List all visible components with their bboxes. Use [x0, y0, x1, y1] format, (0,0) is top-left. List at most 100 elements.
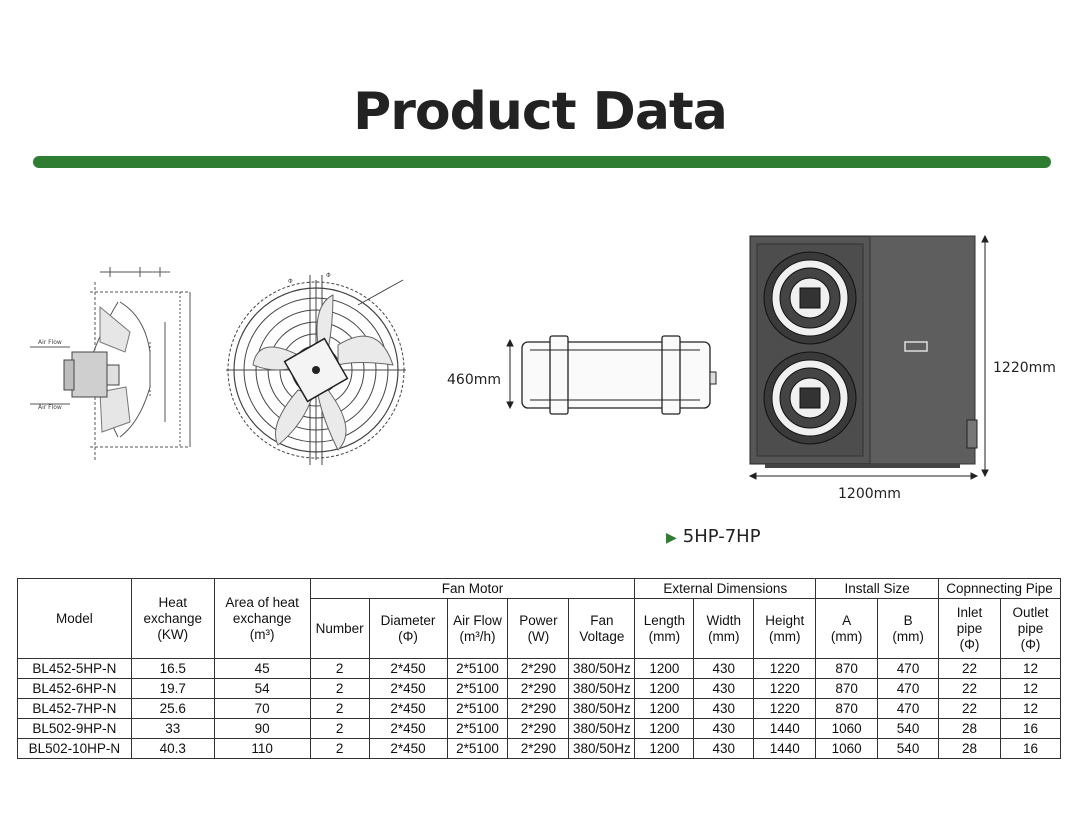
- table-cell: 1200: [634, 698, 695, 719]
- table-cell: 1220: [753, 698, 817, 719]
- subheader-diameter: Diameter(Φ): [368, 598, 448, 659]
- subheader-install-b: B(mm): [877, 598, 940, 659]
- subheader-length: Length(mm): [634, 598, 695, 659]
- table-cell: 380/50Hz: [568, 718, 636, 739]
- table-cell: 2: [309, 738, 370, 759]
- table-cell: 2*5100: [446, 718, 509, 739]
- table-cell: 2*5100: [446, 698, 509, 719]
- unit-height-label: 1220mm: [993, 360, 1056, 376]
- table-cell: 25.6: [130, 698, 215, 719]
- table-cell: 2*5100: [446, 738, 509, 759]
- header-connecting-pipe: Copnnecting Pipe: [938, 578, 1061, 599]
- outdoor-unit-drawing: [748, 234, 989, 480]
- table-cell: 2*450: [368, 678, 448, 699]
- table-cell: 380/50Hz: [568, 738, 636, 759]
- table-cell: 2*290: [507, 718, 570, 739]
- table-cell: 1060: [815, 738, 879, 759]
- table-cell: 1220: [753, 678, 817, 699]
- fan-side-view-drawing: Air Flow Air Flow: [30, 267, 191, 462]
- air-flow-label-bottom: Air Flow: [38, 404, 62, 411]
- header-install-size: Install Size: [815, 578, 940, 599]
- subheader-number: Number: [309, 598, 370, 659]
- table-cell: 470: [877, 698, 940, 719]
- tank-drawing: [506, 335, 717, 415]
- table-cell: 2: [309, 678, 370, 699]
- subheader-height: Height(mm): [753, 598, 817, 659]
- table-cell: BL502-9HP-N: [17, 718, 132, 739]
- fan-front-view-drawing: Φ Φ: [226, 272, 406, 465]
- table-cell: BL452-6HP-N: [17, 678, 132, 699]
- header-model: Model: [17, 578, 132, 659]
- table-cell: 470: [877, 658, 940, 679]
- table-cell: 90: [213, 718, 311, 739]
- table-cell: 12: [999, 678, 1062, 699]
- table-cell: 28: [938, 738, 1001, 759]
- table-cell: 1200: [634, 658, 695, 679]
- table-cell: 16.5: [130, 658, 215, 679]
- unit-width-label: 1200mm: [838, 486, 901, 502]
- air-flow-label-top: Air Flow: [38, 339, 62, 346]
- table-cell: 16: [999, 738, 1062, 759]
- table-cell: 870: [815, 678, 879, 699]
- table-cell: 2*450: [368, 658, 448, 679]
- title-divider: [33, 156, 1051, 168]
- table-cell: 1200: [634, 678, 695, 699]
- table-cell: 430: [693, 698, 755, 719]
- table-cell: 19.7: [130, 678, 215, 699]
- front-dim-a: Φ: [288, 278, 293, 285]
- model-range-caption: ▶5HP-7HP: [666, 526, 761, 547]
- table-cell: 380/50Hz: [568, 658, 636, 679]
- table-cell: 1060: [815, 718, 879, 739]
- table-cell: 870: [815, 658, 879, 679]
- table-cell: 470: [877, 678, 940, 699]
- table-cell: 22: [938, 658, 1001, 679]
- table-cell: 1200: [634, 738, 695, 759]
- table-cell: 430: [693, 678, 755, 699]
- table-cell: BL452-7HP-N: [17, 698, 132, 719]
- table-cell: 430: [693, 738, 755, 759]
- page-title: Product Data: [353, 82, 728, 142]
- table-cell: 2*450: [368, 738, 448, 759]
- table-cell: 22: [938, 698, 1001, 719]
- table-cell: 1220: [753, 658, 817, 679]
- front-dim-b: Φ: [326, 272, 331, 279]
- table-cell: 2*5100: [446, 658, 509, 679]
- table-cell: 2*290: [507, 698, 570, 719]
- table-cell: 2: [309, 658, 370, 679]
- table-cell: 28: [938, 718, 1001, 739]
- table-cell: 54: [213, 678, 311, 699]
- subheader-air-flow: Air Flow(m³/h): [446, 598, 509, 659]
- table-cell: 2*450: [368, 718, 448, 739]
- table-cell: 2*290: [507, 678, 570, 699]
- table-cell: 430: [693, 658, 755, 679]
- subheader-width: Width(mm): [693, 598, 755, 659]
- table-cell: 2: [309, 698, 370, 719]
- header-external-dimensions: External Dimensions: [634, 578, 817, 599]
- table-cell: 12: [999, 658, 1062, 679]
- table-cell: 1440: [753, 738, 817, 759]
- table-cell: 2*5100: [446, 678, 509, 699]
- table-cell: 45: [213, 658, 311, 679]
- table-cell: 1200: [634, 718, 695, 739]
- table-cell: 540: [877, 718, 940, 739]
- table-cell: 870: [815, 698, 879, 719]
- table-cell: 110: [213, 738, 311, 759]
- header-fan-motor: Fan Motor: [309, 578, 636, 599]
- table-cell: 12: [999, 698, 1062, 719]
- table-cell: 2: [309, 718, 370, 739]
- table-cell: 2*290: [507, 658, 570, 679]
- model-range-label: 5HP-7HP: [682, 526, 761, 547]
- table-cell: 2*450: [368, 698, 448, 719]
- table-cell: 22: [938, 678, 1001, 699]
